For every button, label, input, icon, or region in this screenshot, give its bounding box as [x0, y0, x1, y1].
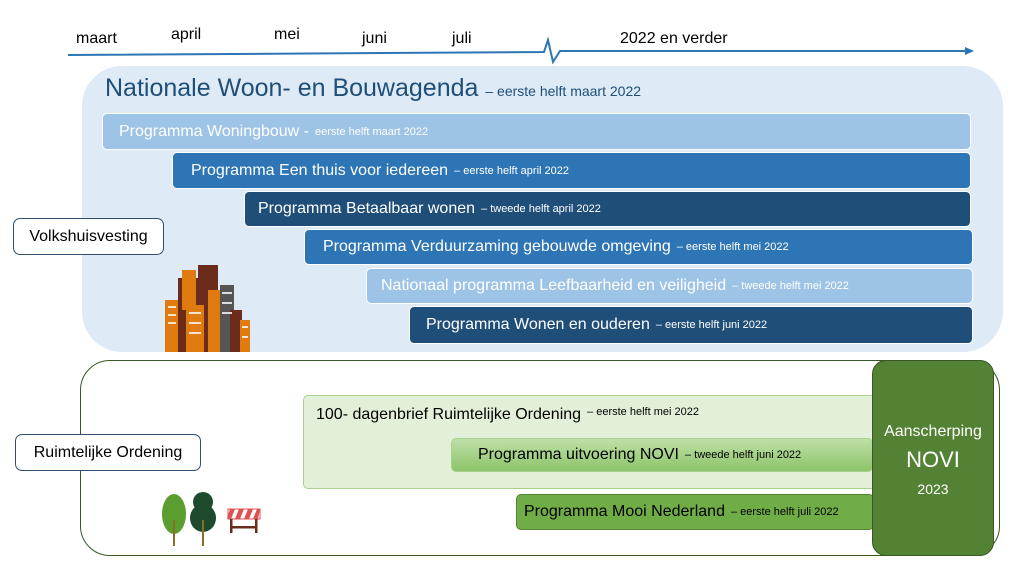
trees-icon: [162, 492, 216, 546]
bar-date: eerste helft maart 2022: [315, 125, 429, 138]
road-barrier-icon: [227, 508, 261, 533]
bar-verduurzaming: Programma Verduurzaming gebouwde omgevin…: [304, 229, 973, 265]
volkshuisvesting-label: Volkshuisvesting: [13, 218, 164, 255]
timeline-arrow: [67, 36, 974, 65]
bar-label: Nationaal programma Leefbaarheid en veil…: [381, 277, 727, 294]
month-april: april: [171, 26, 202, 43]
bar-date: – tweede helft mei 2022: [732, 280, 849, 292]
city-buildings-icon: [165, 265, 250, 352]
bar-label: Programma Mooi Nederland: [524, 503, 725, 520]
bar-date: – eerste helft juni 2022: [655, 319, 768, 331]
title-date: – eerste helft maart 2022: [485, 83, 642, 99]
bar-betaalbaar-wonen: Programma Betaalbaar wonen – tweede helft…: [244, 191, 971, 227]
section-title: Nationale Woon- en Bouwagenda – eerste h…: [105, 74, 641, 103]
bar-label: 100- dagenbrief Ruimtelijke Ordening: [316, 406, 582, 423]
year-text: 2023: [917, 481, 949, 497]
bar-label: Programma Betaalbaar wonen: [258, 200, 476, 217]
bar-mooi-nederland: Programma Mooi Nederland – eerste helft j…: [516, 494, 874, 530]
bar-label: Programma Woningbouw -: [119, 122, 310, 140]
ruimtelijke-ordening-label: Ruimtelijke Ordening: [15, 434, 201, 471]
bar-date: – eerste helft mei 2022: [587, 406, 699, 418]
bar-label: Programma Wonen en ouderen: [426, 316, 650, 333]
month-mei: mei: [274, 26, 300, 43]
bar-wonen-ouderen: Programma Wonen en ouderen – eerste helft…: [409, 306, 973, 344]
bar-date: – tweede helft juni 2022: [684, 449, 802, 461]
bar-date: – tweede helft april 2022: [481, 203, 601, 215]
month-juni: juni: [362, 30, 387, 47]
bar-label: Programma Een thuis voor iedereen: [191, 161, 449, 179]
month-maart: maart: [76, 30, 117, 47]
aanscherping-text: Aanscherping: [884, 423, 982, 440]
bar-label: Programma Verduurzaming gebouwde omgevin…: [323, 238, 671, 255]
title-text: Nationale Woon- en Bouwagenda: [105, 74, 479, 102]
bar-label: Programma uitvoering NOVI: [478, 446, 679, 463]
aanscherping-novi-box: Aanscherping NOVI 2023: [872, 360, 994, 556]
bar-date: – eerste helft juli 2022: [730, 506, 839, 518]
bar-thuis-iedereen: Programma Een thuis voor iedereen – eerst…: [172, 152, 971, 189]
novi-text: NOVI: [906, 447, 960, 472]
month-juli: juli: [452, 30, 472, 47]
bar-date: – eerste helft april 2022: [454, 164, 569, 177]
bar-woningbouw: Programma Woningbouw - eerste helft maart…: [102, 113, 971, 150]
bar-uitvoering-novi: Programma uitvoering NOVI – tweede helft …: [451, 438, 873, 472]
bar-leefbaarheid: Nationaal programma Leefbaarheid en veil…: [366, 268, 973, 304]
month-later: 2022 en verder: [620, 30, 728, 47]
bar-date: – eerste helft mei 2022: [676, 241, 789, 253]
